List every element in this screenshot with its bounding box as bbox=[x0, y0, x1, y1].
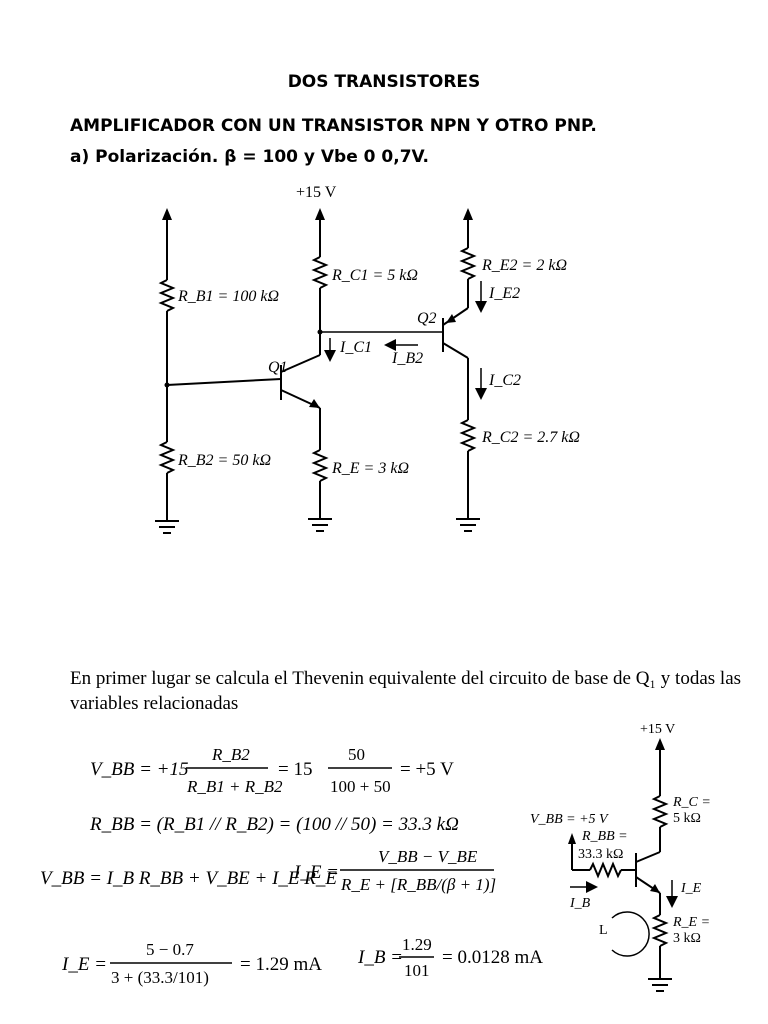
q2-emitter-arrow bbox=[446, 314, 456, 323]
eq-vbb-result: = +5 V bbox=[400, 759, 454, 780]
supply-label-c2: +15 V bbox=[640, 722, 675, 737]
rbb-value-c2: 33.3 kΩ bbox=[578, 847, 623, 862]
document-subtitle: AMPLIFICADOR CON UN TRANSISTOR NPN Y OTR… bbox=[70, 116, 597, 136]
q1-label: Q1 bbox=[268, 359, 288, 376]
eq-ie-val-den: 3 + (33.3/101) bbox=[111, 968, 209, 987]
eq-ib-result: = 0.0128 mA bbox=[442, 947, 543, 968]
rbb-resistor-c2 bbox=[589, 861, 622, 879]
ground-symbol-1 bbox=[155, 520, 179, 534]
section-heading: a) Polarización. β = 100 y Vbe 0 0,7V. bbox=[70, 147, 429, 167]
eq-ib-num: 1.29 bbox=[402, 935, 432, 954]
re-label: R_E = 3 kΩ bbox=[331, 460, 409, 477]
vbb-label-c2: V_BB = +5 V bbox=[530, 812, 609, 827]
eq-vbb-lhs: V_BB = +15 bbox=[90, 759, 188, 780]
re-label-c2: R_E = bbox=[672, 915, 710, 930]
ground-symbol-c2 bbox=[648, 978, 672, 992]
eq-rbb: R_BB = (R_B1 // R_B2) = (100 // 50) = 33… bbox=[89, 814, 459, 835]
ib2-label: I_B2 bbox=[391, 350, 423, 367]
supply-arrow-left bbox=[162, 208, 172, 220]
q2-label: Q2 bbox=[417, 310, 437, 327]
rb1-label: R_B1 = 100 kΩ bbox=[177, 288, 279, 305]
rbb-label-c2: R_BB = bbox=[581, 829, 628, 844]
q-emitter-arrow-c2 bbox=[650, 884, 660, 893]
eq-vbb-den2: 100 + 50 bbox=[330, 777, 391, 796]
ie2-label: I_E2 bbox=[488, 285, 520, 302]
ib-label-c2: I_B bbox=[569, 896, 591, 911]
eq-ie-lhs: I_E = bbox=[293, 862, 339, 883]
eq-vbb-mid: = 15 bbox=[278, 759, 312, 780]
rc1-resistor bbox=[311, 256, 329, 289]
eq-ie-val-lhs: I_E = bbox=[61, 954, 107, 975]
q-collector-lead-c2 bbox=[635, 851, 661, 863]
supply-label-1: +15 V bbox=[296, 184, 337, 201]
eq-vbb-num: R_B2 bbox=[211, 745, 250, 764]
loop-label-c2: L bbox=[599, 923, 608, 938]
rc1-label: R_C1 = 5 kΩ bbox=[331, 267, 418, 284]
rc-value-c2: 5 kΩ bbox=[673, 811, 701, 826]
re-resistor bbox=[311, 449, 329, 482]
rb2-resistor bbox=[158, 441, 176, 474]
rc2-resistor bbox=[459, 419, 477, 452]
q1-emitter-arrow bbox=[309, 399, 320, 408]
base-wire-q1 bbox=[166, 378, 282, 386]
rc-label-c2: R_C = bbox=[672, 795, 711, 810]
document-title: DOS TRANSISTORES bbox=[287, 72, 481, 92]
supply-arrow-right bbox=[463, 208, 473, 220]
q1-collector-lead bbox=[280, 354, 321, 373]
eq-ib-lhs: I_B = bbox=[357, 947, 403, 968]
ground-symbol-2 bbox=[308, 518, 332, 532]
ic2-label: I_C2 bbox=[488, 372, 521, 389]
eq-kvl: V_BB = I_B R_BB + V_BE + I_E R_E bbox=[40, 868, 337, 889]
supply-arrow-center bbox=[315, 208, 325, 220]
re2-label: R_E2 = 2 kΩ bbox=[481, 257, 567, 274]
eq-ie-val-result: = 1.29 mA bbox=[240, 954, 322, 975]
eq-vbb-den: R_B1 + R_B2 bbox=[186, 777, 283, 796]
eq-ib-den: 101 bbox=[404, 961, 430, 980]
eq-ie-val-num: 5 − 0.7 bbox=[146, 940, 194, 959]
rc-resistor-c2 bbox=[651, 795, 669, 828]
ic1-label: I_C1 bbox=[339, 339, 372, 356]
re-value-c2: 3 kΩ bbox=[673, 931, 701, 946]
loop-arc-c2 bbox=[611, 911, 650, 957]
eq-ie-num: V_BB − V_BE bbox=[378, 847, 478, 866]
thevenin-paragraph: En primer lugar se calcula el Thevenin e… bbox=[70, 668, 742, 714]
eq-vbb-num2: 50 bbox=[348, 745, 365, 764]
ground-symbol-3 bbox=[456, 518, 480, 532]
re2-resistor bbox=[459, 247, 477, 280]
eq-ie-den: R_E + [R_BB/(β + 1)] bbox=[340, 875, 496, 894]
rb1-resistor bbox=[158, 279, 176, 312]
rc2-label: R_C2 = 2.7 kΩ bbox=[481, 429, 580, 446]
rb2-label: R_B2 = 50 kΩ bbox=[177, 452, 271, 469]
re-resistor-c2 bbox=[651, 914, 669, 947]
q2-collector-lead bbox=[442, 342, 469, 359]
ie-label-c2: I_E bbox=[680, 881, 702, 896]
